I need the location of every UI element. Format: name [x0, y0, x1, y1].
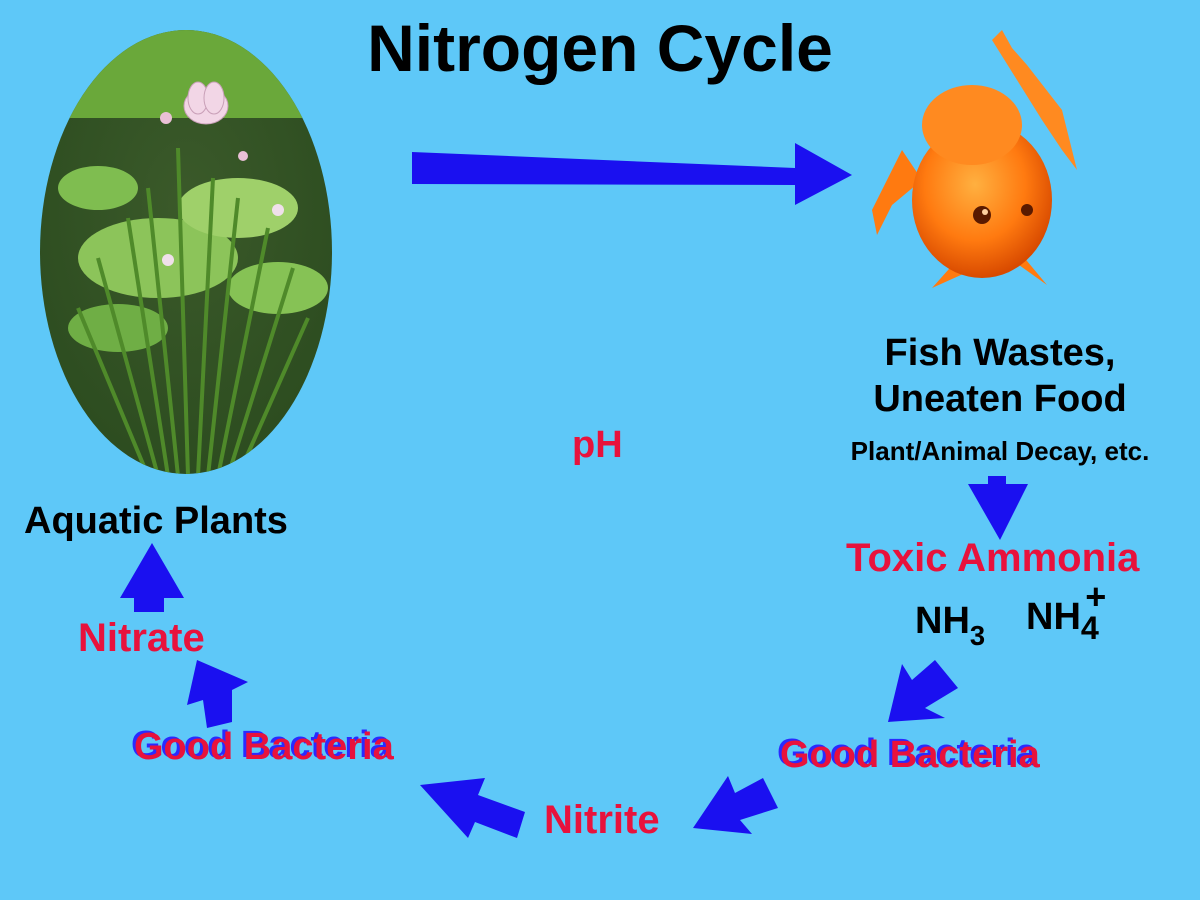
- label-nitrite: Nitrite: [544, 798, 660, 842]
- label-aquatic-plants: Aquatic Plants: [24, 500, 288, 542]
- arrow-bacteria-to-nitrate: [187, 660, 248, 728]
- arrow-nitrite-to-bacteria: [420, 778, 525, 838]
- page-title: Nitrogen Cycle: [367, 11, 833, 85]
- label-ph: pH: [572, 424, 623, 466]
- aquatic-plants-image: [38, 28, 334, 476]
- label-toxic-ammonia: Toxic Ammonia: [846, 536, 1140, 580]
- arrow-ammonia-to-bacteria: [888, 660, 958, 722]
- label-nh4: NH4+: [1026, 576, 1106, 646]
- label-decay: Plant/Animal Decay, etc.: [850, 436, 1150, 466]
- arrow-bacteria-to-nitrite: [693, 776, 778, 834]
- nh3-subscript: 3: [969, 620, 986, 652]
- label-fish-wastes-line2: Uneaten Food: [873, 378, 1127, 420]
- label-fish-wastes-line1: Fish Wastes,: [884, 332, 1116, 374]
- arrow-wastes-to-ammonia: [968, 476, 1028, 540]
- label-nitrate: Nitrate: [78, 616, 205, 660]
- goldfish-image: [862, 30, 1092, 300]
- nh4-base: NH: [1026, 596, 1081, 638]
- label-good-bacteria-left: Good Bacteria: [134, 726, 394, 768]
- nh3-base: NH: [915, 600, 970, 642]
- arrow-nitrate-to-plants: [120, 543, 184, 612]
- label-nh3: NH3: [915, 600, 985, 651]
- label-fish-wastes: Fish Wastes, Uneaten Food: [800, 330, 1200, 422]
- arrow-plants-to-fish: [412, 143, 852, 205]
- nh4-superscript: +: [1085, 576, 1107, 618]
- label-good-bacteria-right: Good Bacteria: [780, 734, 1040, 776]
- nh4-subscript: 4: [1080, 609, 1099, 646]
